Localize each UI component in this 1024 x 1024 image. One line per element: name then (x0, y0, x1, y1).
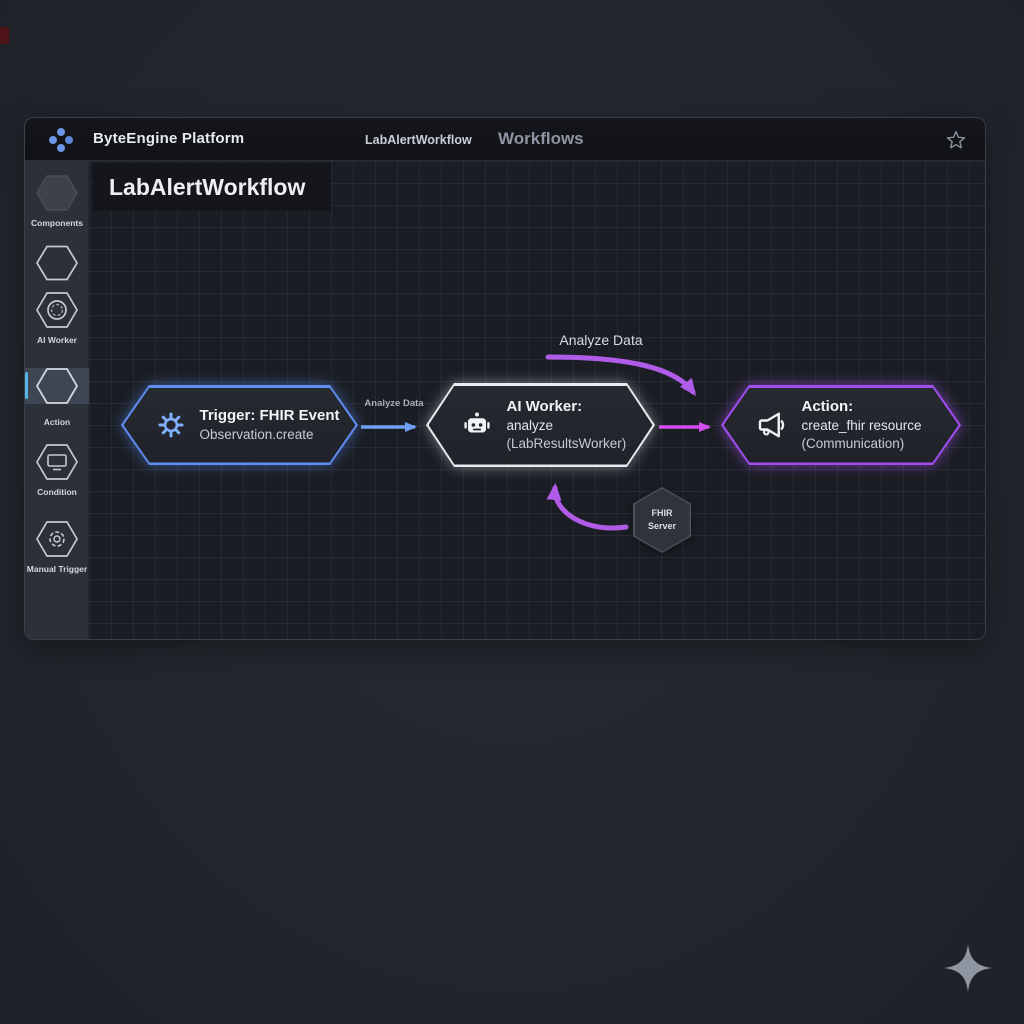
byteengine-logo-icon (49, 128, 73, 152)
sidebar-item-hexagon[interactable] (25, 244, 89, 287)
workflow-title: LabAlertWorkflow (109, 173, 306, 200)
hexagon-ring-icon (36, 292, 78, 328)
node-title: Action: (801, 398, 854, 416)
component-sidebar: Components AI Worker Action (25, 161, 89, 639)
sidebar-selection-accent (25, 372, 28, 399)
gear-icon (154, 408, 188, 442)
node-line: create_fhir resource (801, 418, 922, 434)
curve-label-analyze-data: Analyze Data (559, 332, 643, 348)
star-icon[interactable] (944, 128, 968, 152)
hexagon-gear-icon (36, 521, 78, 557)
node-title: AI Worker: (506, 398, 583, 416)
hexagon-outline-icon (36, 245, 78, 281)
node-line: analyze (506, 418, 554, 434)
nav-tab-workflows[interactable]: Workflows (498, 129, 584, 148)
sidebar-item-ai-worker[interactable]: AI Worker (25, 290, 89, 345)
nav-tab-labalertworkflow[interactable]: LabAlertWorkflow (365, 133, 472, 147)
node-trigger-fhir-event[interactable]: Trigger: FHIR Event Observation.create (121, 385, 358, 465)
sidebar-selection-highlight (25, 368, 89, 404)
node-ai-worker[interactable]: AI Worker: analyze (LabResultsWorker) (426, 383, 655, 467)
sidebar-item-label: Action (43, 417, 71, 427)
node-action-create-fhir[interactable]: Action: create_fhir resource (Communicat… (721, 385, 961, 465)
workflow-title-panel: LabAlertWorkflow (93, 163, 331, 211)
hexagon-outline-icon (35, 368, 79, 404)
node-line: (Communication) (801, 435, 905, 451)
fhir-server-line1: FHIR (651, 507, 673, 518)
fhir-server-line2: Server (647, 521, 677, 531)
node-subtitle: Observation.create (199, 426, 314, 442)
sidebar-item-components[interactable]: Components (25, 173, 89, 228)
edge-label-analyze-data: Analyze Data (364, 398, 424, 409)
screen-edge-artifact (0, 27, 9, 44)
megaphone-icon (754, 407, 790, 443)
sidebar-item-action[interactable]: Action (25, 366, 89, 427)
hexagon-filled-icon (36, 175, 78, 211)
sparkle-icon (944, 944, 992, 992)
robot-icon (459, 407, 495, 443)
app-window: ByteEngine Platform LabAlertWorkflow Wor… (24, 117, 986, 640)
edge-fhirserver-to-aiworker-curve (546, 483, 629, 531)
sidebar-item-condition[interactable]: Condition (25, 442, 89, 497)
top-bar: ByteEngine Platform LabAlertWorkflow Wor… (25, 118, 985, 161)
sidebar-item-label: Components (31, 218, 83, 228)
workflow-canvas[interactable]: LabAlertWorkflow Analyze Data Analyze Da… (89, 161, 985, 639)
sidebar-item-label: Condition (37, 487, 77, 497)
sidebar-item-label: Manual Trigger (26, 564, 88, 574)
sidebar-item-label: AI Worker (37, 335, 77, 345)
node-fhir-server[interactable]: FHIR Server (633, 487, 691, 553)
node-title: Trigger: FHIR Event (199, 407, 340, 425)
node-line: (LabResultsWorker) (506, 435, 627, 451)
hexagon-monitor-icon (36, 444, 78, 480)
sidebar-item-manual-trigger[interactable]: Manual Trigger (25, 519, 89, 574)
brand-title: ByteEngine Platform (93, 130, 245, 147)
